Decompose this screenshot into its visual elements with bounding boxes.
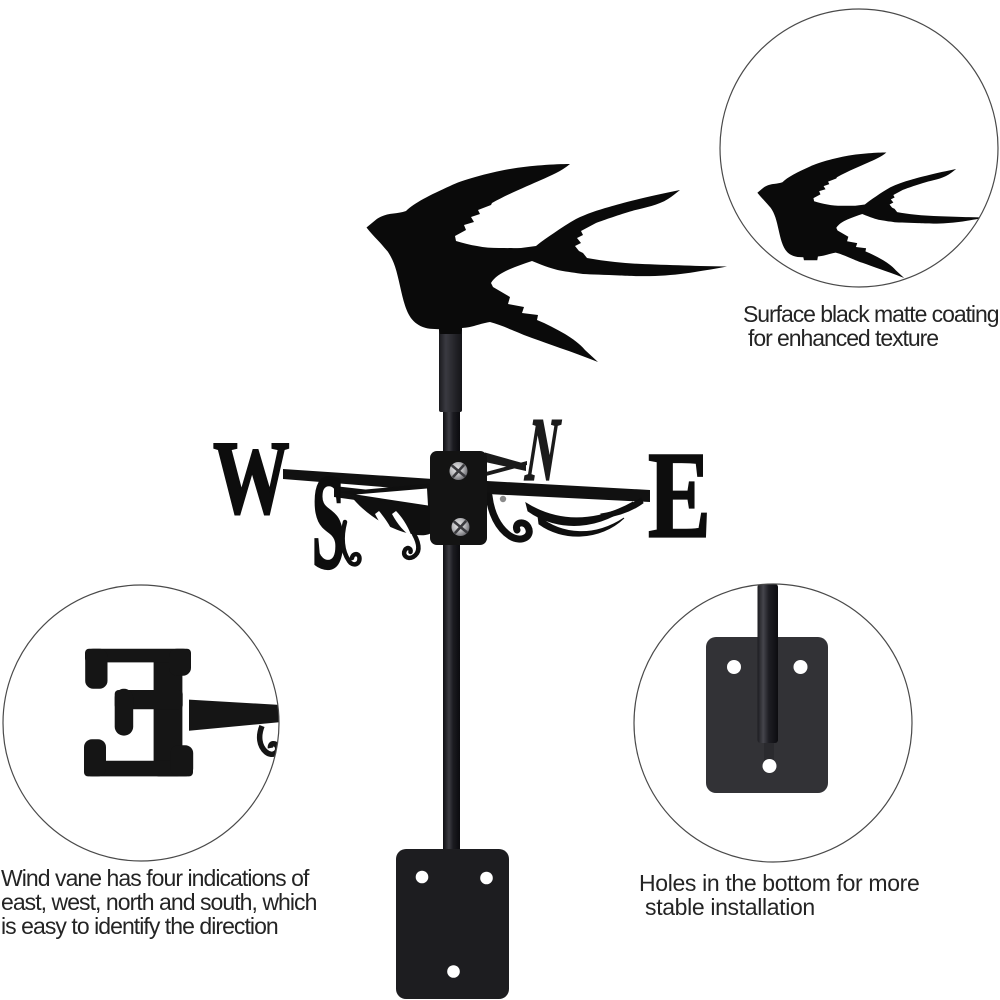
svg-text:E: E [648, 426, 711, 563]
svg-text:W: W [213, 419, 290, 536]
svg-text:S: S [312, 447, 345, 597]
